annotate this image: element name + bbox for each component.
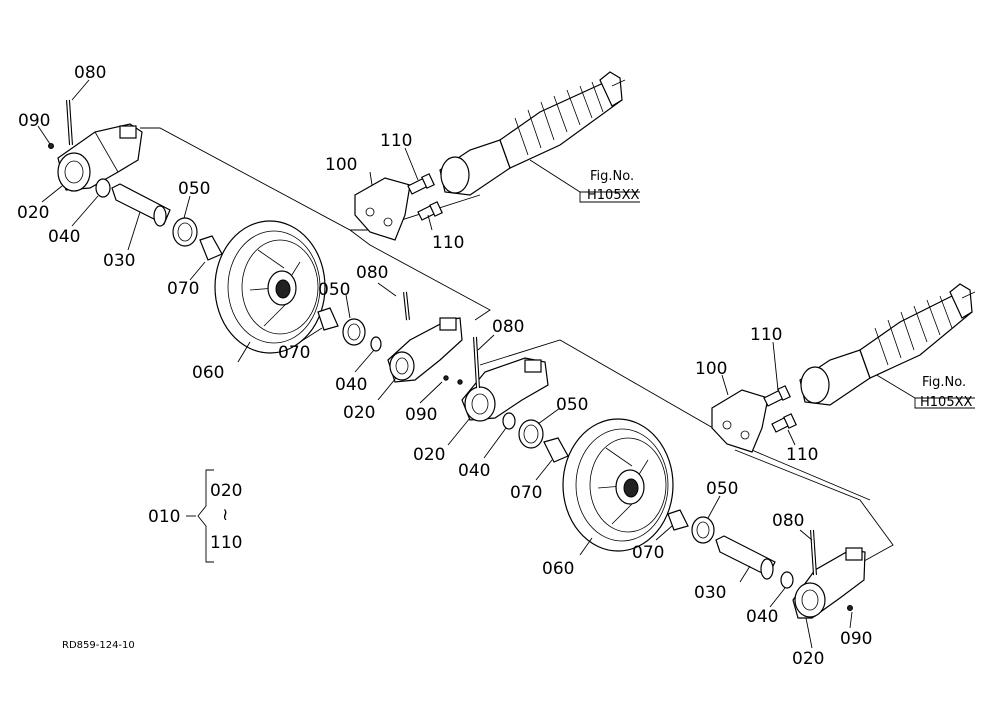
- label-040-center: 040: [458, 461, 490, 481]
- label-020-mid: 020: [343, 403, 375, 423]
- o-ring-040-upper: [95, 178, 111, 198]
- assembly-range-note: 010 020 ≀ 110: [148, 469, 242, 563]
- label-050-lower: 050: [706, 479, 738, 499]
- bushing-070-center: [543, 437, 569, 463]
- label-090-mid: 090: [405, 405, 437, 425]
- label-080-mid: 080: [356, 263, 388, 283]
- idler-bracket-center: [461, 357, 549, 422]
- range-to: 110: [210, 533, 242, 553]
- seal-050-lower: [691, 516, 715, 544]
- label-110-lower-a: 110: [750, 325, 782, 345]
- label-030-lower: 030: [694, 583, 726, 603]
- fig-ref-upper-line1: Fig.No.: [590, 169, 634, 184]
- seal-050-center: [518, 419, 544, 449]
- label-040-lower: 040: [746, 607, 778, 627]
- label-070-center: 070: [510, 483, 542, 503]
- grease-nipple-090-upper: [48, 143, 54, 149]
- bolt-110-lower-a: [763, 385, 791, 407]
- idler-wheel-060-lower: [562, 418, 674, 552]
- label-040-mid: 040: [335, 375, 367, 395]
- idler-bracket-middle: [387, 317, 463, 383]
- label-030-upper: 030: [103, 251, 135, 271]
- guard-plate-100-lower: [711, 389, 769, 453]
- drawing-number: RD859-124-10: [62, 640, 135, 651]
- label-110-lower-b: 110: [786, 445, 818, 465]
- bolt-110-upper-a: [407, 173, 435, 195]
- label-110-upper-b: 110: [432, 233, 464, 253]
- shaft-030-lower: [715, 535, 776, 580]
- seal-050-mid: [342, 318, 366, 346]
- label-040-upper: 040: [48, 227, 80, 247]
- leader-lines: [37, 79, 853, 649]
- bushing-070-lower: [667, 509, 689, 531]
- o-ring-040-lower: [780, 571, 794, 589]
- label-090-lower: 090: [840, 629, 872, 649]
- pin-080-upper: [66, 99, 73, 146]
- idler-bracket-upper-left: [57, 123, 143, 192]
- fig-ref-lower-line2: H105XX: [920, 395, 972, 410]
- label-080-lower: 080: [772, 511, 804, 531]
- guard-plate-100-upper: [354, 177, 411, 241]
- label-020-upper: 020: [17, 203, 49, 223]
- fig-ref-lower-line1: Fig.No.: [922, 375, 966, 390]
- label-070-upper: 070: [167, 279, 199, 299]
- range-assembly-number: 010: [148, 507, 180, 527]
- grease-nipple-090-center: [457, 379, 463, 385]
- pin-080-center: [473, 336, 480, 389]
- track-frame-lower: [799, 283, 976, 406]
- pin-080-lower: [810, 529, 817, 576]
- label-100-upper: 100: [325, 155, 357, 175]
- label-090-upper: 090: [18, 111, 50, 131]
- label-050-upper: 050: [178, 179, 210, 199]
- idler-wheel-060-upper: [214, 220, 326, 354]
- label-020-center: 020: [413, 445, 445, 465]
- o-ring-040-mid: [370, 336, 382, 352]
- grease-nipple-090-mid: [443, 375, 449, 381]
- figure-reference-lower: Fig.No. H105XX: [914, 375, 975, 410]
- label-060-lower: 060: [542, 559, 574, 579]
- track-frame-upper: [439, 71, 626, 196]
- bolt-110-upper-b: [417, 201, 443, 221]
- label-080-center: 080: [492, 317, 524, 337]
- o-ring-040-center: [502, 412, 516, 430]
- label-070-lower: 070: [632, 543, 664, 563]
- label-050-mid: 050: [318, 280, 350, 300]
- label-080-top: 080: [74, 63, 106, 83]
- seal-050-upper: [172, 217, 198, 247]
- bushing-070-upper: [199, 235, 223, 261]
- figure-reference-upper: Fig.No. H105XX: [579, 169, 640, 203]
- fig-ref-upper-line2: H105XX: [587, 188, 639, 203]
- grease-nipple-090-lower: [847, 605, 853, 611]
- label-050-center: 050: [556, 395, 588, 415]
- pin-080-middle: [403, 291, 410, 321]
- idler-bracket-lower-right: [792, 547, 866, 619]
- label-110-upper-a: 110: [380, 131, 412, 151]
- range-symbol: ≀: [222, 505, 228, 525]
- label-060-upper: 060: [192, 363, 224, 383]
- bolt-110-lower-b: [771, 413, 797, 433]
- bushing-070-mid: [317, 307, 339, 331]
- range-from: 020: [210, 481, 242, 501]
- label-070-mid: 070: [278, 343, 310, 363]
- label-020-lower: 020: [792, 649, 824, 669]
- label-100-lower: 100: [695, 359, 727, 379]
- shaft-030-upper: [111, 183, 171, 227]
